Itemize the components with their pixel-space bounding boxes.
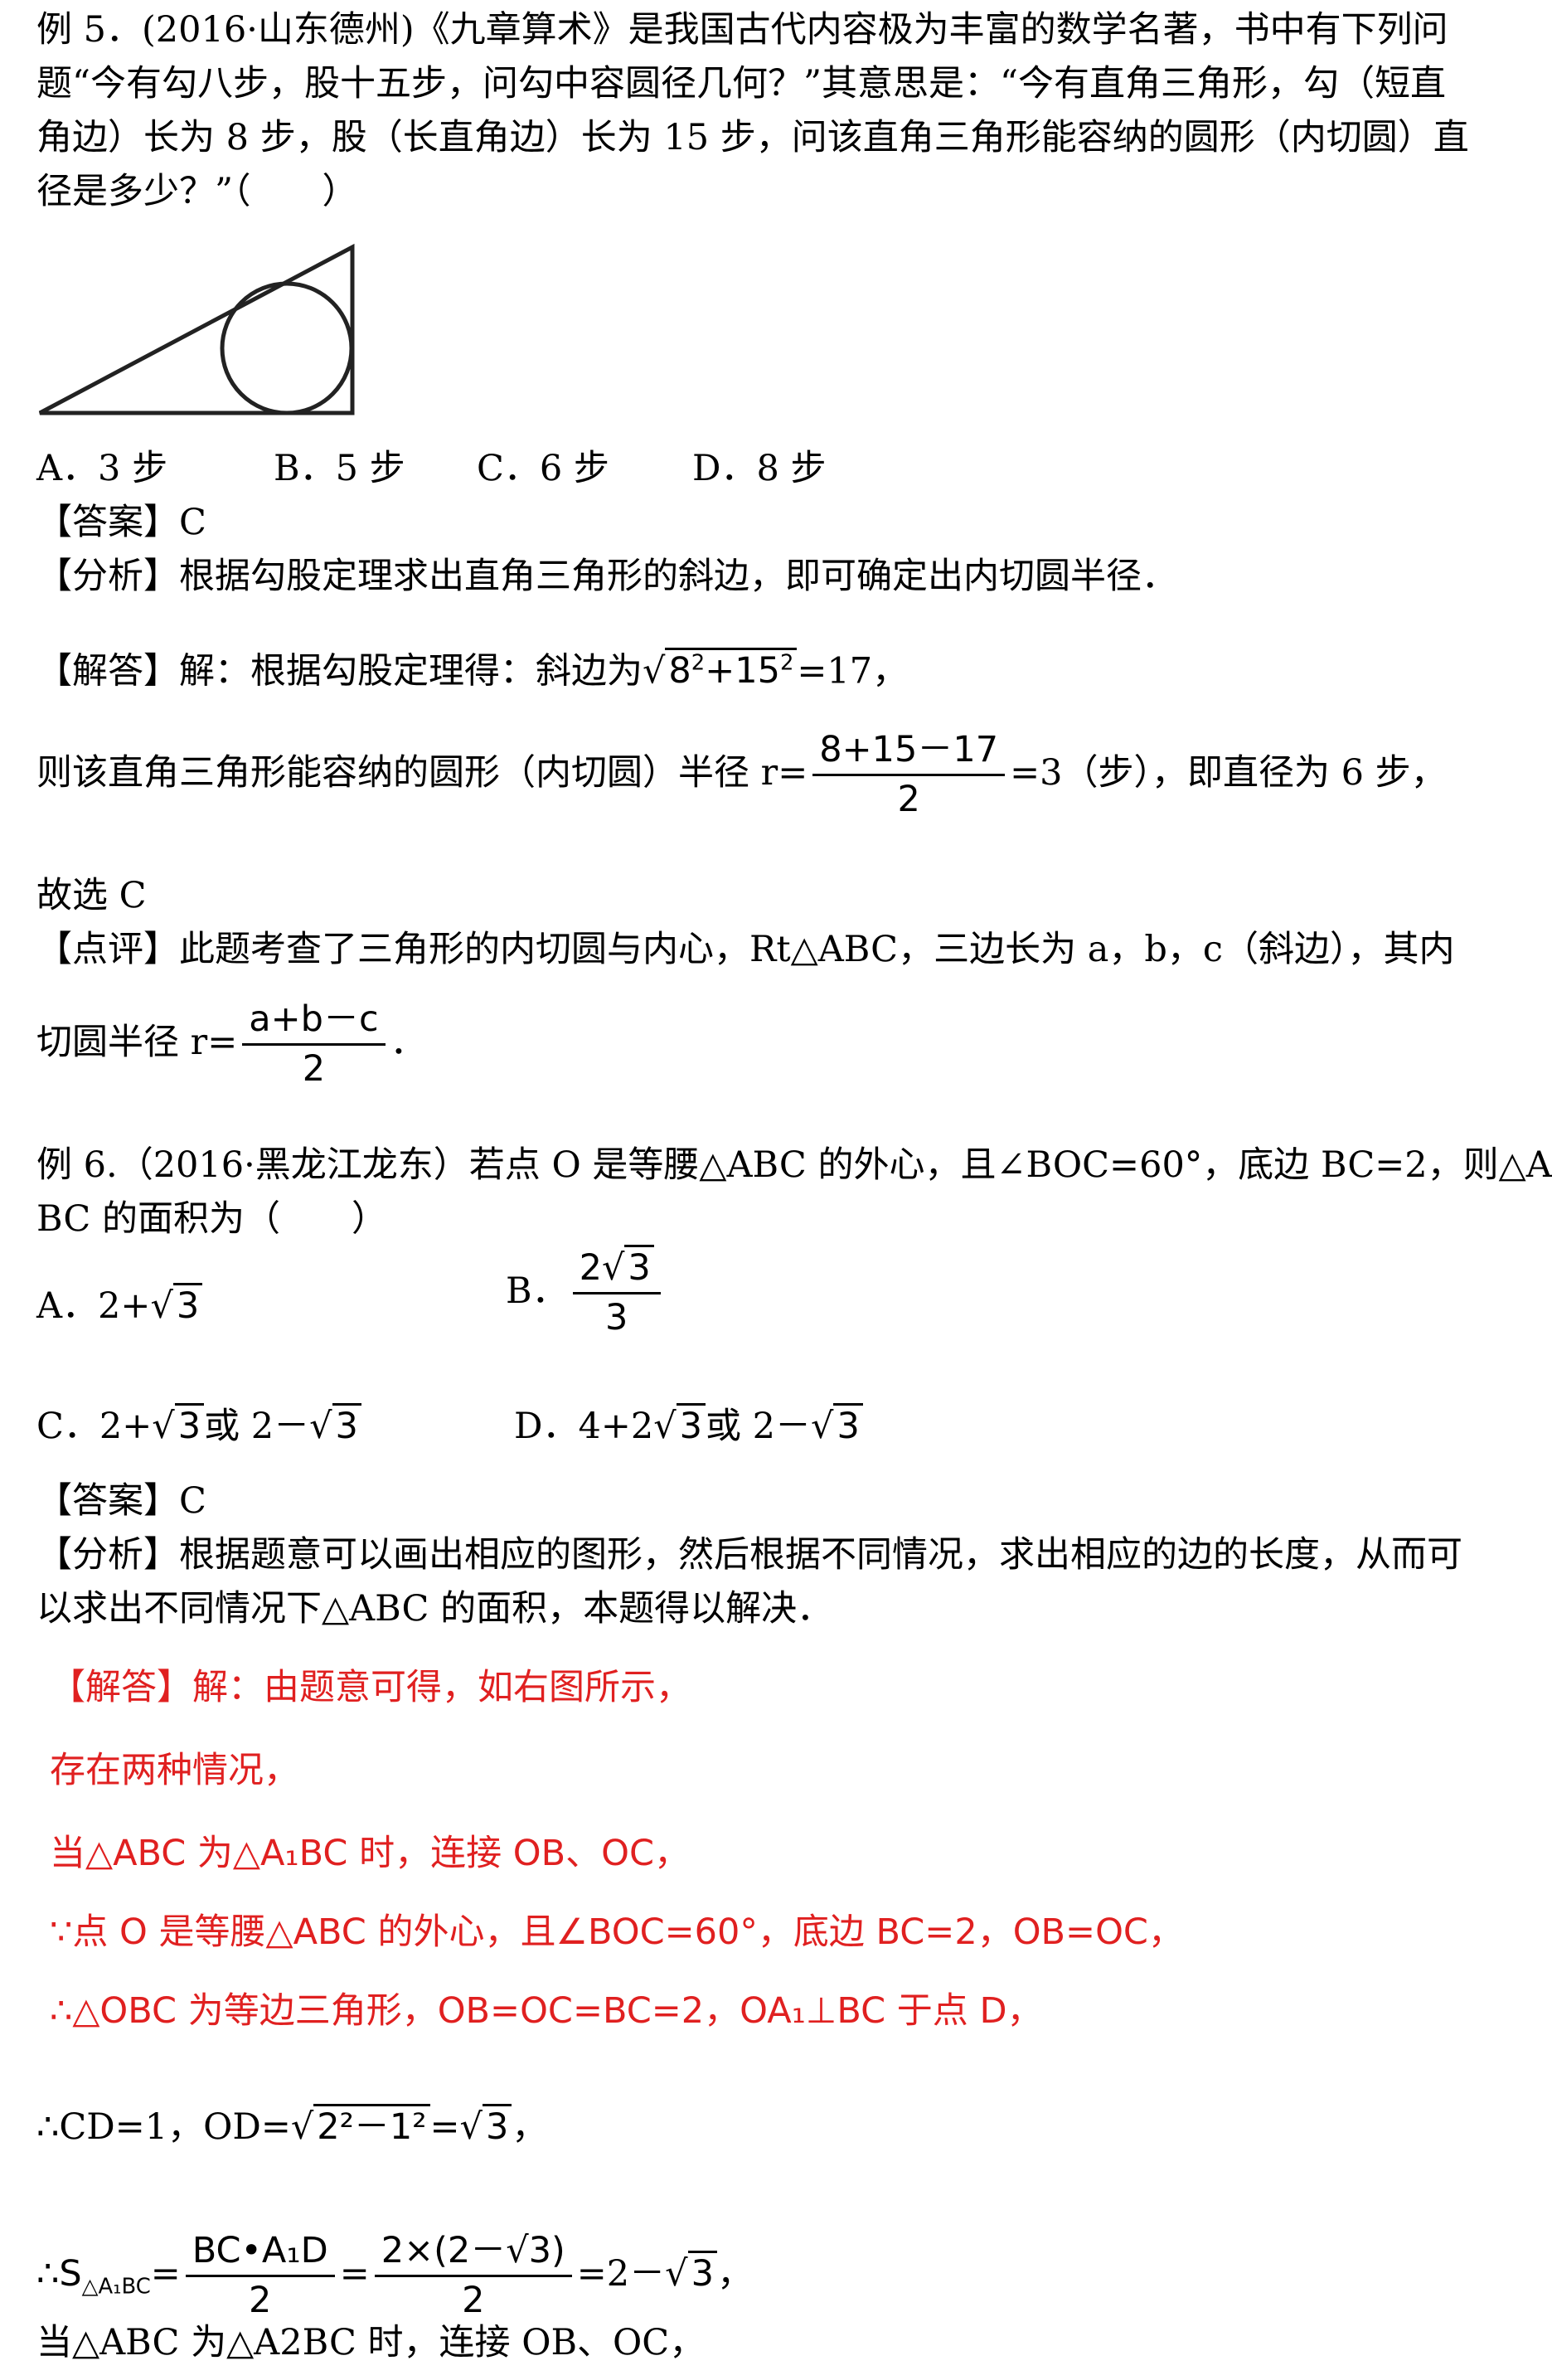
ex5-comment2-suffix: ． <box>390 1021 426 1063</box>
comment-denominator: 2 <box>302 1048 326 1090</box>
ex6-last-line: 当△ABC 为△A2BC 时，连接 OB、OC， <box>36 2322 706 2363</box>
ex5-radius-suffix: =3（步），即直径为 6 步， <box>1010 751 1447 794</box>
option-b-numerator: 2√3 <box>572 1245 661 1295</box>
ex5-line4: 径是多少？”（ ） <box>36 171 358 212</box>
ex5-solution-prefix: 【解答】解：根据勾股定理得：斜边为 <box>36 650 643 692</box>
area-symbol: S△A₁BC <box>59 2252 150 2300</box>
coefficient: 2 <box>579 1247 602 1289</box>
ex5-comment: 【点评】此题考查了三角形的内切圆与内心，Rt△ABC，三边长为 a，b，c（斜边… <box>36 929 1455 970</box>
ex5-option-c: C．6 步 <box>477 448 609 489</box>
ex6-option-c-prefix: C．2+ <box>36 1406 153 1447</box>
radicand: 3 <box>624 1245 654 1289</box>
sqrt3: √3 <box>665 2249 717 2299</box>
inscribed-circle <box>220 281 354 415</box>
ex6-red-line3: 当△ABC 为△A₁BC 时，连接 OB、OC， <box>50 1833 690 1874</box>
ex5-analysis: 【分析】根据勾股定理求出直角三角形的斜边，即可确定出内切圆半径． <box>36 556 1177 597</box>
radius-numerator: 8+15－17 <box>812 729 1006 777</box>
sqrt3: √3 <box>653 1401 706 1451</box>
area-denominator-1: 2 <box>249 2280 272 2322</box>
ex5-line2: 题“今有勾八步，股十五步，问勾中容圆径几何？”其意思是：“今有直角三角形，勾（短… <box>36 63 1446 104</box>
ex6-red-line4: ∵点 O 是等腰△ABC 的外心，且∠BOC=60°，底边 BC=2，OB=OC… <box>50 1911 1184 1953</box>
radicand: 3 <box>833 1403 863 1447</box>
ex6-analysis1: 【分析】根据题意可以画出相应的图形，然后根据不同情况，求出相应的边的长度，从而可 <box>36 1534 1462 1576</box>
radicand: 3 <box>172 1283 203 1327</box>
sqrt3: √3 <box>602 1245 654 1289</box>
ex6-line1: 例 6.（2016·黑龙江龙东）若点 O 是等腰△ABC 的外心，且∠BOC=6… <box>36 1144 1552 1186</box>
sqrt3: √3 <box>811 1401 863 1451</box>
ex6-option-a-prefix: A．2+ <box>36 1285 151 1327</box>
ex6-analysis2: 以求出不同情况下△ABC 的面积，本题得以解决． <box>36 1588 833 1630</box>
ex5-choose: 故选 C <box>36 875 147 916</box>
radicand: 3 <box>482 2104 512 2148</box>
sqrt3: √3 <box>460 2102 512 2152</box>
ex5-line1: 例 5．(2016·山东德州)《九章算术》是我国古代内容极为丰富的数学名著，书中… <box>36 9 1448 51</box>
ex6-option-d-prefix: D．4+2 <box>514 1406 654 1447</box>
ex6-area-comma: ， <box>716 2252 753 2295</box>
area-denominator-2: 2 <box>462 2280 485 2322</box>
ex6-area-prefix: ∴ <box>36 2252 60 2295</box>
sqrt-od: √2²－1² <box>291 2102 430 2152</box>
radicand: 3 <box>687 2250 717 2295</box>
radius-denominator: 2 <box>897 779 920 821</box>
ex6-option-b-prefix: B． <box>506 1270 568 1312</box>
ex6-red-line2: 存在两种情况， <box>50 1750 299 1791</box>
ex6-option-d-mid: 或 2－ <box>706 1406 812 1447</box>
ex6-option-a: A．2+√3 <box>36 1281 203 1331</box>
area-numerator-2: 2×(2－√3) <box>374 2230 572 2278</box>
ex5-solution-suffix: =17， <box>797 650 909 692</box>
od-radicand: 2²－1² <box>313 2104 430 2148</box>
ex5-option-d: D．8 步 <box>692 448 827 489</box>
radicand: 3 <box>174 1403 205 1447</box>
ex5-option-b: B．5 步 <box>274 448 405 489</box>
radicand: 3 <box>332 1403 361 1447</box>
area-numerator-1: BC•A₁D <box>185 2230 335 2278</box>
ex5-answer: 【答案】C <box>36 502 206 543</box>
sqrt-hyp-b: +15 <box>705 650 780 692</box>
ex5-radius-prefix: 则该直角三角形能容纳的圆形（内切圆）半径 r= <box>36 751 808 794</box>
comment-numerator: a+b－c <box>242 998 386 1047</box>
ex6-line2: BC 的面积为（ ） <box>36 1198 387 1240</box>
area-subscript: △A₁BC <box>81 2274 151 2300</box>
ex6-answer: 【答案】C <box>36 1480 206 1522</box>
incircle-triangle-figure <box>38 243 355 415</box>
sqrt3: √3 <box>150 1281 203 1331</box>
ex6-red-line5: ∴△OBC 为等边三角形，OB=OC=BC=2，OA₁⊥BC 于点 D， <box>50 1990 1043 2032</box>
ex6-cd-line: ∴CD=1，OD=√2²－1²=√3， <box>36 2102 547 2152</box>
ex6-option-d: D．4+2√3或 2－√3 <box>514 1401 863 1451</box>
area-fraction-2: 2×(2－√3)2 <box>374 2230 572 2322</box>
ex6-option-c-mid: 或 2－ <box>204 1406 310 1447</box>
area-s: S <box>59 2252 82 2295</box>
ex6-cd-equals: = <box>429 2106 460 2148</box>
ex6-cd-prefix: ∴CD=1，OD= <box>36 2106 291 2148</box>
ex6-option-c: C．2+√3或 2－√3 <box>36 1401 361 1451</box>
sqrt-hyp-a: 8 <box>668 650 691 692</box>
ex6-area-suffix: =2－ <box>576 2252 666 2295</box>
ex5-option-a: A．3 步 <box>36 448 168 489</box>
ex5-comment2-prefix: 切圆半径 r= <box>36 1021 238 1063</box>
ex6-cd-comma: ， <box>512 2106 548 2148</box>
sqrt3: √3 <box>152 1401 205 1451</box>
ex6-red-line1: 【解答】解：由题意可得，如右图所示， <box>50 1667 691 1708</box>
ex5-line3: 角边）长为 8 步，股（长直角边）长为 15 步，问该直角三角形能容纳的圆形（内… <box>36 117 1469 158</box>
sqrt3: √3 <box>309 1401 361 1451</box>
option-b-denominator: 3 <box>604 1297 628 1339</box>
sqrt-hypotenuse: √82+152 <box>643 639 798 696</box>
ex5-solution: 【解答】解：根据勾股定理得：斜边为√82+152=17， <box>36 639 908 696</box>
right-triangle <box>38 243 355 415</box>
radicand: 3 <box>676 1403 706 1447</box>
